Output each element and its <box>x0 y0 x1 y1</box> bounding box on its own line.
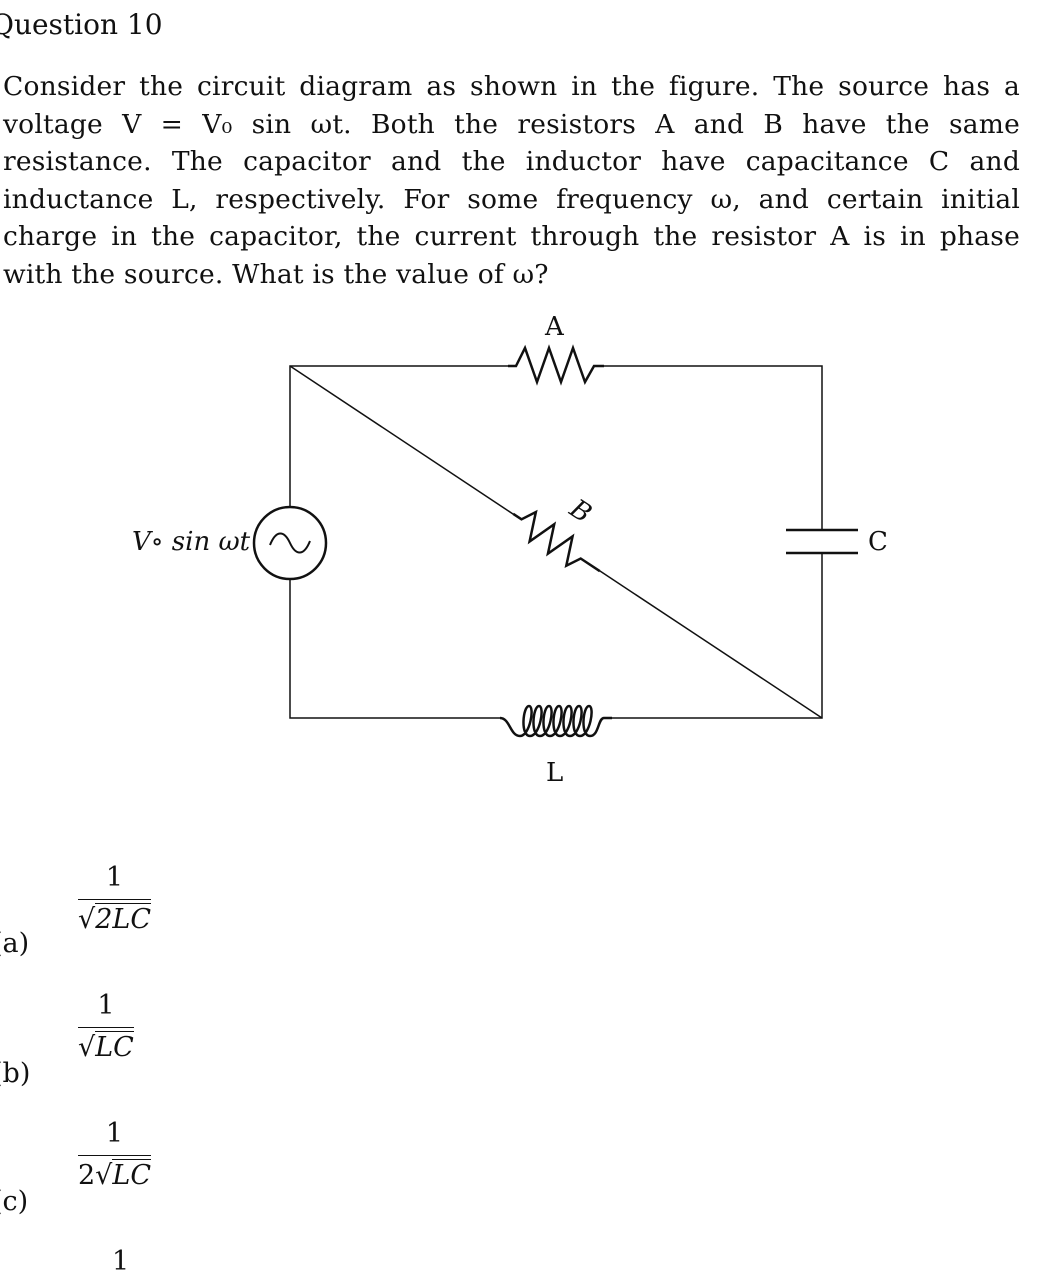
label-source: V∘ sin ωt <box>132 527 251 557</box>
resistor-a <box>508 344 604 386</box>
option-a-fraction[interactable]: 1 √2LC <box>78 862 151 935</box>
numerator: 1 <box>105 1118 124 1149</box>
label-b: B <box>563 493 596 529</box>
option-d-fraction[interactable]: 1 <box>112 1246 129 1277</box>
wire-top-right <box>604 365 823 530</box>
fraction-bar <box>78 1155 151 1156</box>
root-sign: 2√ <box>78 1160 113 1191</box>
question-text: Consider the circuit diagram as shown in… <box>3 71 1020 290</box>
diagonal-wire-2 <box>599 570 823 719</box>
denominator: 2LC <box>95 903 151 935</box>
option-c-label[interactable]: (c) <box>0 1186 29 1217</box>
option-c-fraction[interactable]: 1 2√LC <box>78 1118 151 1191</box>
root-sign: √ <box>78 1032 96 1063</box>
fraction-bar <box>78 1027 134 1028</box>
option-a-label[interactable]: (a) <box>0 928 30 959</box>
wire-bottom-left <box>289 579 500 719</box>
numerator: 1 <box>112 1246 130 1277</box>
sine-icon <box>269 532 311 554</box>
root-sign: √ <box>78 904 96 935</box>
label-l: L <box>546 758 563 788</box>
denominator: LC <box>95 1031 134 1063</box>
ac-source <box>252 505 328 581</box>
fraction-bar <box>78 899 151 900</box>
numerator: 1 <box>97 990 115 1021</box>
option-b-fraction[interactable]: 1 √LC <box>78 990 134 1063</box>
label-a: A <box>544 312 565 342</box>
option-b-label[interactable]: (b) <box>0 1058 31 1089</box>
numerator: 1 <box>105 862 124 893</box>
label-c: C <box>868 527 888 557</box>
question-title: Question 10 <box>0 8 163 41</box>
diagonal-wire-1 <box>289 365 514 515</box>
resistor-b <box>512 509 601 573</box>
denominator: LC <box>112 1159 151 1191</box>
inductor <box>499 704 612 738</box>
wire-right-bottom <box>612 553 823 719</box>
